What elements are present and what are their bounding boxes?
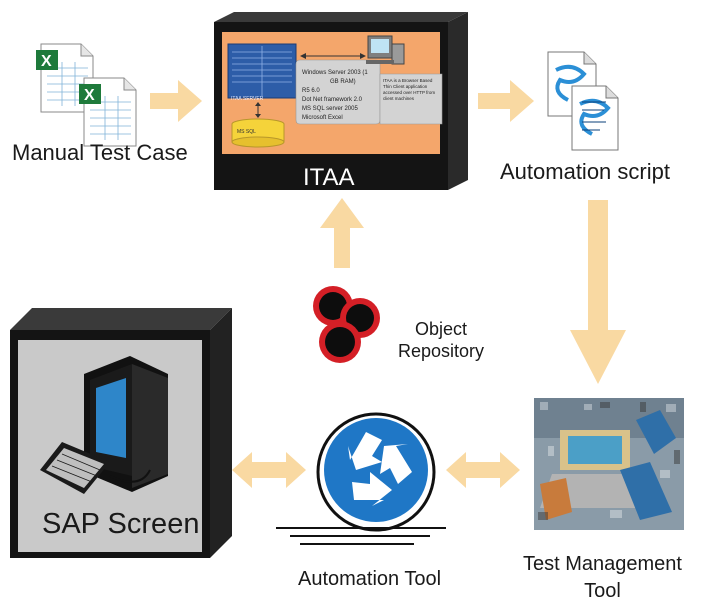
itaa-line: Dot Net framework 2.0 <box>302 97 363 103</box>
arrow-script-to-tmt <box>570 200 626 384</box>
arrow-repository-to-itaa <box>320 198 364 268</box>
arrow-manual-to-itaa <box>150 80 202 122</box>
excel-files-icon: X X <box>36 43 137 147</box>
automation-tool-icon <box>276 412 446 545</box>
test-management-tool-label: Test Management Tool <box>523 551 682 605</box>
sap-screen-label: SAP Screen <box>42 508 200 540</box>
itaa-line: R5 6.0 <box>302 88 320 94</box>
object-repository-label-line2: Repository <box>398 341 485 361</box>
itaa-line: MS SQL server 2005 <box>302 106 358 112</box>
itaa-box <box>214 12 468 190</box>
itaa-label: ITAA <box>303 164 355 191</box>
test-management-tool-label-line1: Test Management <box>523 553 682 575</box>
manual-test-case-label: Manual Test Case <box>12 140 188 165</box>
itaa-db-label: MS SQL <box>237 129 256 135</box>
svg-text:X: X <box>84 87 95 104</box>
automation-tool-label: Automation Tool <box>298 568 442 590</box>
itaa-line: Microsoft Excel <box>302 115 343 121</box>
test-management-tool-image <box>534 398 684 530</box>
itaa-server-label: ITAA SERVER <box>231 96 264 102</box>
object-repository-icon <box>313 286 380 363</box>
object-repository-label-line1: Object <box>415 319 468 339</box>
arrow-itaa-to-script <box>478 80 534 122</box>
automation-script-label: Automation script <box>500 159 670 184</box>
itaa-line: GB RAM) <box>330 79 356 85</box>
svg-text:X: X <box>41 53 52 70</box>
arrow-sap-autotool-bidirectional <box>232 452 306 488</box>
object-repository-label: Object Repository <box>398 318 484 362</box>
arrow-autotool-tmt-bidirectional <box>446 452 520 488</box>
sap-screen-box <box>10 308 232 558</box>
itaa-note: ITAA is a Browser Based Thin Client appl… <box>383 78 436 101</box>
script-files-icon <box>547 51 619 151</box>
itaa-screen-lines: Windows Server 2003 (1 GB RAM) R5 6.0 Do… <box>302 69 384 123</box>
itaa-line: Windows Server 2003 (1 <box>302 70 368 76</box>
test-management-tool-label-line2: Tool <box>584 580 621 602</box>
